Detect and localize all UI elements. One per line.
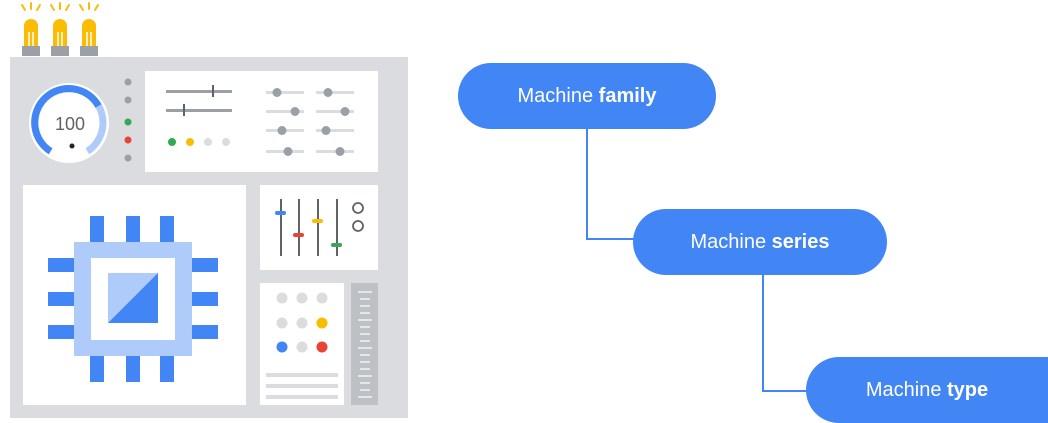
toggle-icon <box>266 88 304 97</box>
keypad-panel <box>260 283 344 405</box>
status-dot-icon <box>124 118 132 126</box>
slider-icon <box>331 243 342 247</box>
machine-type-node: Machine type <box>806 357 1048 423</box>
status-dot-icon <box>124 154 132 162</box>
slider-handle <box>183 104 185 116</box>
status-dot-icon <box>204 138 212 146</box>
status-dot-icon <box>296 317 308 329</box>
status-dot-icon <box>316 317 328 329</box>
connector-series-type-horizontal <box>762 390 810 392</box>
status-dot-icon <box>316 292 328 304</box>
mixer-panel <box>260 185 378 270</box>
lightbulb-icon <box>21 2 41 56</box>
slider-track <box>166 109 232 112</box>
machine-family-node: Machine family <box>458 63 716 129</box>
status-dot-icon <box>124 96 132 104</box>
connector-family-series-vertical <box>586 124 588 240</box>
toggle-icon <box>266 147 304 156</box>
node-prefix: Machine <box>865 378 942 401</box>
machine-series-node: Machine series <box>633 209 887 275</box>
toggle-grid <box>266 88 354 156</box>
status-dot-icon <box>124 78 132 86</box>
slider-track <box>166 90 232 93</box>
status-dot-icon <box>296 341 308 353</box>
server-illustration: 100 <box>10 2 408 418</box>
node-term: family <box>598 84 657 107</box>
lightbulb-icon <box>50 2 70 56</box>
connector-series-type-vertical <box>762 272 764 392</box>
toggle-icon <box>316 147 354 156</box>
toggle-icon <box>316 107 354 116</box>
toggle-icon <box>266 107 304 116</box>
toggle-icon <box>316 88 354 97</box>
slider-icon <box>312 219 323 223</box>
toggle-icon <box>266 126 304 135</box>
node-term: type <box>947 378 989 401</box>
toggle-icon <box>316 126 354 135</box>
knob-icon <box>352 220 364 232</box>
status-dot-column <box>124 78 132 162</box>
status-dot-icon <box>276 317 288 329</box>
node-term: series <box>771 230 830 253</box>
status-dot-icon <box>124 136 132 144</box>
status-dot-icon <box>276 341 288 353</box>
slider-icon <box>275 211 286 215</box>
status-dot-icon <box>168 138 176 146</box>
cpu-chip-icon <box>23 185 246 405</box>
status-dot-icon <box>186 138 194 146</box>
lightbulbs <box>21 2 99 56</box>
lightbulb-icon <box>79 2 99 56</box>
knob-icon <box>352 202 364 214</box>
gauge-value: 100 <box>55 114 85 134</box>
gauge-icon: 100 <box>29 83 109 163</box>
status-dot-icon <box>222 138 230 146</box>
connector-family-series-horizontal <box>586 238 638 240</box>
ruler-bar <box>351 283 378 405</box>
status-dot-icon <box>296 292 308 304</box>
status-dot-icon <box>276 292 288 304</box>
node-prefix: Machine <box>690 230 767 253</box>
slider-handle <box>212 85 214 97</box>
status-dot-icon <box>316 341 328 353</box>
control-panel <box>145 71 378 172</box>
node-prefix: Machine <box>517 84 594 107</box>
slider-icon <box>293 233 304 237</box>
